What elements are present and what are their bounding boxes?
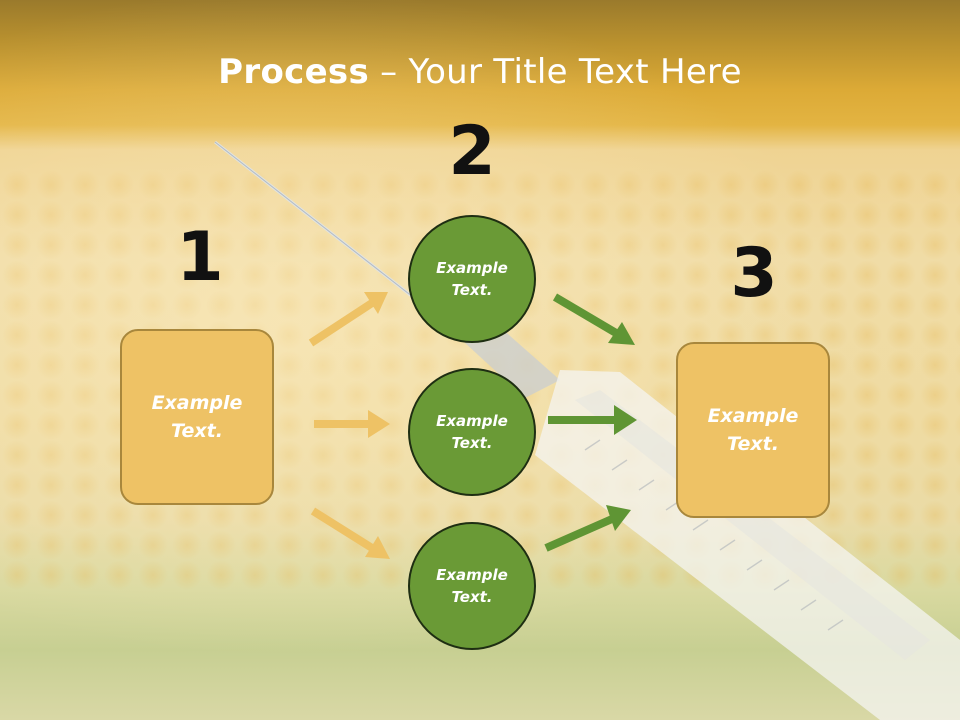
step-number-3: 3 xyxy=(730,234,778,313)
title-bold: Process xyxy=(218,52,370,92)
arrow-right-icon xyxy=(548,405,637,435)
arrow-right-icon xyxy=(544,505,631,552)
slide-title: Process – Your Title Text Here xyxy=(0,52,960,92)
step-number-1: 1 xyxy=(176,218,224,297)
arrow-right-icon xyxy=(310,507,390,559)
right-text-box[interactable]: Example Text. xyxy=(676,342,830,518)
circle-top[interactable]: Example Text. xyxy=(408,215,536,343)
left-text-box[interactable]: Example Text. xyxy=(120,329,274,505)
arrow-right-icon xyxy=(552,293,635,345)
circle-top-text: Example Text. xyxy=(436,258,508,300)
circle-middle[interactable]: Example Text. xyxy=(408,368,536,496)
title-rest: – Your Title Text Here xyxy=(369,52,742,92)
step-number-2: 2 xyxy=(448,112,496,191)
right-box-text: Example Text. xyxy=(707,404,799,456)
circle-middle-text: Example Text. xyxy=(436,411,508,453)
circle-bottom-text: Example Text. xyxy=(436,565,508,607)
left-box-text: Example Text. xyxy=(151,391,243,443)
circle-bottom[interactable]: Example Text. xyxy=(408,522,536,650)
arrow-right-icon xyxy=(308,292,388,347)
arrow-right-icon xyxy=(314,410,390,438)
